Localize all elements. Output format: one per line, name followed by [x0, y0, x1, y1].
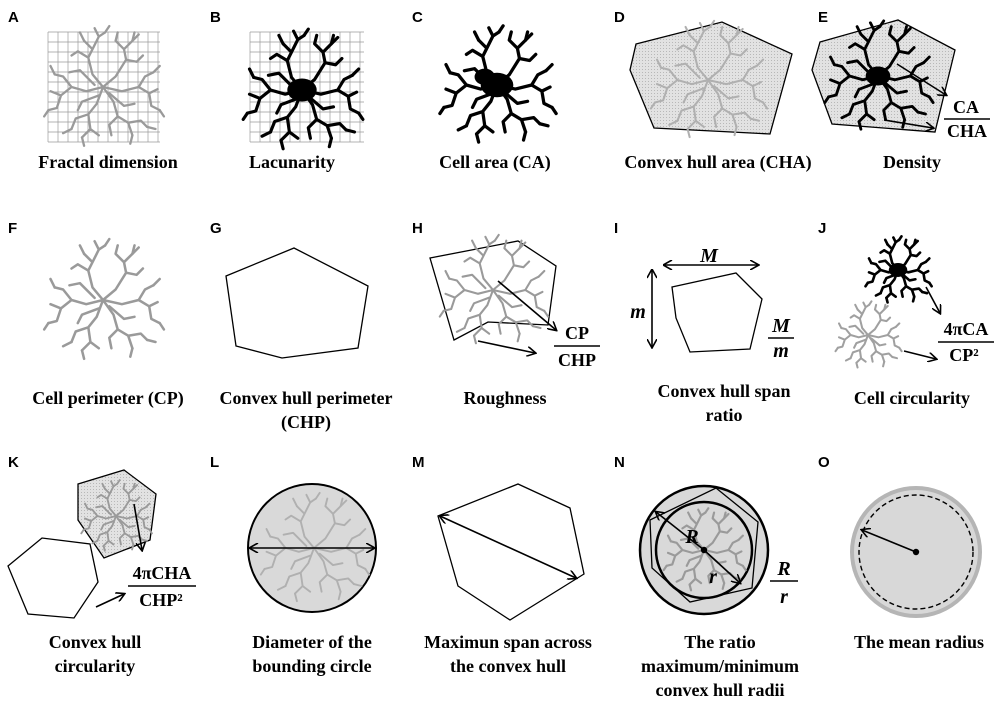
panel-letter-e: E — [818, 9, 828, 26]
caption-k-line1: Convex hull — [49, 632, 142, 652]
density-denominator: CHA — [947, 121, 987, 141]
panel-letter-k: K — [8, 454, 19, 471]
panel-letter-m: M — [412, 454, 425, 471]
caption-h: Roughness — [463, 388, 546, 408]
hull-circularity-numerator: 4πCHA — [133, 563, 192, 583]
caption-o: The mean radius — [854, 632, 984, 652]
panel-c-cell-area — [438, 24, 558, 144]
hull-circularity-denominator: CHP² — [139, 590, 182, 610]
panel-letter-f: F — [8, 220, 17, 237]
panel-l-bounding-circle — [247, 483, 377, 613]
max-radius-arrow — [656, 512, 705, 551]
caption-n-line1: The ratio — [684, 632, 756, 652]
density-numerator: CA — [953, 97, 979, 117]
symbol-min-radius: r — [709, 566, 717, 588]
caption-n-line2: maximum/minimum — [641, 656, 799, 676]
panel-letter-g: G — [210, 220, 222, 237]
panel-letter-h: H — [412, 220, 423, 237]
span-ratio-numerator: M — [771, 315, 791, 337]
caption-e: Density — [883, 152, 941, 172]
caption-d: Convex hull area (CHA) — [624, 152, 811, 173]
panel-f-cell-perimeter — [42, 237, 166, 361]
caption-a: Fractal dimension — [38, 152, 178, 172]
caption-i-line1: Convex hull span — [657, 381, 790, 401]
panel-letter-j: J — [818, 220, 826, 237]
caption-j: Cell circularity — [854, 388, 970, 408]
panel-o-mean-radius — [850, 486, 982, 618]
caption-g-line2: (CHP) — [281, 412, 331, 433]
mean-radius-arrow — [862, 530, 917, 553]
caption-f: Cell perimeter (CP) — [32, 388, 184, 409]
panel-letters: A B C D E F G H I J K L M N O — [8, 9, 830, 471]
panel-n-radii-ratio: R r R r — [638, 484, 798, 616]
panel-letter-d: D — [614, 9, 625, 26]
caption-l-line1: Diameter of the — [252, 632, 372, 652]
panel-m-max-span — [437, 483, 585, 621]
panel-letter-l: L — [210, 454, 219, 471]
caption-c: Cell area (CA) — [439, 152, 551, 173]
min-radius-arrow — [703, 549, 740, 583]
caption-m-line2: the convex hull — [450, 656, 566, 676]
panel-k-hull-circularity: 4πCHA CHP² — [7, 469, 196, 619]
panel-letter-o: O — [818, 454, 830, 471]
radii-ratio-numerator: R — [776, 558, 790, 580]
roughness-numerator: CP — [565, 323, 589, 343]
symbol-major-span: M — [699, 245, 719, 267]
panel-i-span-ratio: M m M m — [630, 245, 794, 362]
panel-letter-b: B — [210, 9, 221, 26]
roughness-denominator: CHP — [558, 350, 596, 370]
panel-a-fractal-grid — [43, 24, 166, 147]
panel-b-lacunarity — [241, 27, 365, 151]
captions: Fractal dimension Lacunarity Cell area (… — [32, 152, 984, 700]
caption-i-line2: ratio — [706, 405, 743, 425]
panel-letter-i: I — [614, 220, 618, 237]
panel-letter-a: A — [8, 9, 19, 26]
symbol-minor-span: m — [630, 301, 646, 323]
cell-outline-a — [43, 24, 166, 147]
panel-g-convex-hull-perimeter — [225, 247, 369, 359]
panel-d-convex-hull-area — [629, 19, 793, 139]
cell-circularity-numerator: 4πCA — [944, 319, 989, 339]
radii-ratio-denominator: r — [780, 586, 788, 608]
caption-b: Lacunarity — [249, 152, 335, 172]
panel-j-cell-circularity: 4πCA CP² — [834, 235, 994, 369]
panel-h-roughness: CP CHP — [429, 233, 600, 370]
panel-e-density: CA CHA — [811, 19, 990, 141]
cell-circularity-denominator: CP² — [949, 345, 978, 365]
span-ratio-denominator: m — [773, 340, 789, 362]
panel-letter-c: C — [412, 9, 423, 26]
symbol-max-radius: R — [684, 526, 698, 548]
cell-dark-b — [241, 27, 365, 151]
caption-n-line3: convex hull radii — [655, 680, 784, 700]
panel-letter-n: N — [614, 454, 625, 471]
caption-m-line1: Maximun span across — [424, 632, 592, 652]
caption-g-line1: Convex hull perimeter — [220, 388, 393, 408]
max-span-arrow — [440, 516, 576, 578]
caption-l-line2: bounding circle — [252, 656, 371, 676]
caption-k-line2: circularity — [55, 656, 136, 676]
